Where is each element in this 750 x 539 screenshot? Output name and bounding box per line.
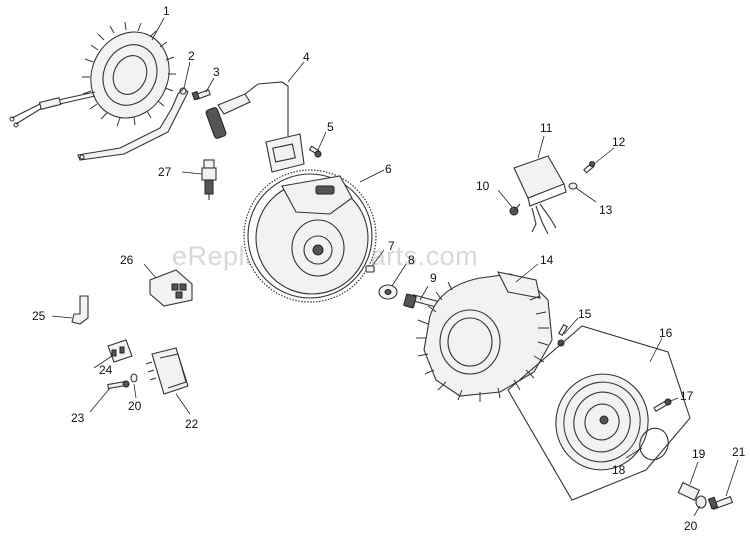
callout-labels: 1 2 3 4 5 6 7 8 9 10 11 12 13 14 15 16 1…	[32, 4, 746, 533]
callout-13: 13	[599, 203, 613, 217]
callout-26: 26	[120, 253, 134, 267]
part-9-bolt[interactable]	[403, 293, 440, 309]
callout-23: 23	[71, 411, 85, 425]
part-20-washer-right[interactable]	[695, 495, 707, 509]
callout-3: 3	[213, 65, 220, 79]
callout-5: 5	[327, 120, 334, 134]
part-6-flywheel[interactable]	[243, 169, 377, 303]
callout-18: 18	[612, 463, 626, 477]
part-23-screw[interactable]	[107, 380, 130, 390]
callout-2: 2	[188, 49, 195, 63]
callout-8: 8	[408, 253, 415, 267]
part-12-screw[interactable]	[583, 161, 595, 174]
part-11-rectifier[interactable]	[513, 155, 567, 235]
callout-20-right: 20	[684, 519, 698, 533]
part-2-ground-strap[interactable]	[77, 87, 189, 161]
callout-22: 22	[185, 417, 199, 431]
callout-16: 16	[659, 326, 673, 340]
callout-20-left: 20	[128, 399, 142, 413]
callout-17: 17	[680, 389, 694, 403]
part-24-clip[interactable]	[107, 339, 133, 363]
part-7-key[interactable]	[365, 265, 375, 273]
part-20-washer-left[interactable]	[130, 373, 138, 383]
part-27-spark-plug[interactable]	[201, 159, 217, 200]
part-4-ignition-module[interactable]	[205, 81, 305, 173]
callout-9: 9	[430, 271, 437, 285]
callout-11: 11	[540, 121, 553, 135]
part-14-fan[interactable]	[416, 271, 553, 402]
part-1-stator[interactable]	[9, 19, 183, 131]
part-22-regulator[interactable]	[145, 347, 189, 395]
part-21-screw[interactable]	[707, 496, 734, 510]
callout-14: 14	[540, 253, 554, 267]
callout-10: 10	[476, 179, 490, 193]
part-16-grass-screen[interactable]	[507, 325, 691, 501]
callout-27: 27	[158, 165, 172, 179]
part-19-spacer[interactable]	[677, 481, 701, 501]
part-25-bracket[interactable]	[71, 295, 89, 325]
part-8-washer[interactable]	[378, 284, 398, 300]
callout-24: 24	[99, 363, 113, 377]
part-15-screw[interactable]	[557, 323, 568, 347]
part-17-screw[interactable]	[653, 398, 672, 412]
part-10-screw[interactable]	[509, 203, 521, 216]
callout-1: 1	[163, 4, 170, 18]
callout-15: 15	[578, 307, 592, 321]
callout-7: 7	[388, 239, 395, 253]
part-26-connector[interactable]	[149, 269, 193, 307]
leader-lines	[51, 17, 739, 517]
part-3-screw[interactable]	[191, 89, 211, 101]
callout-12: 12	[612, 135, 626, 149]
part-13-washer[interactable]	[568, 182, 578, 190]
callout-25: 25	[32, 309, 46, 323]
part-5-screw[interactable]	[308, 145, 322, 158]
callout-6: 6	[385, 162, 392, 176]
callout-19: 19	[692, 447, 706, 461]
part-18-disc[interactable]	[635, 424, 672, 464]
callout-4: 4	[303, 50, 310, 64]
callout-21: 21	[732, 445, 746, 459]
